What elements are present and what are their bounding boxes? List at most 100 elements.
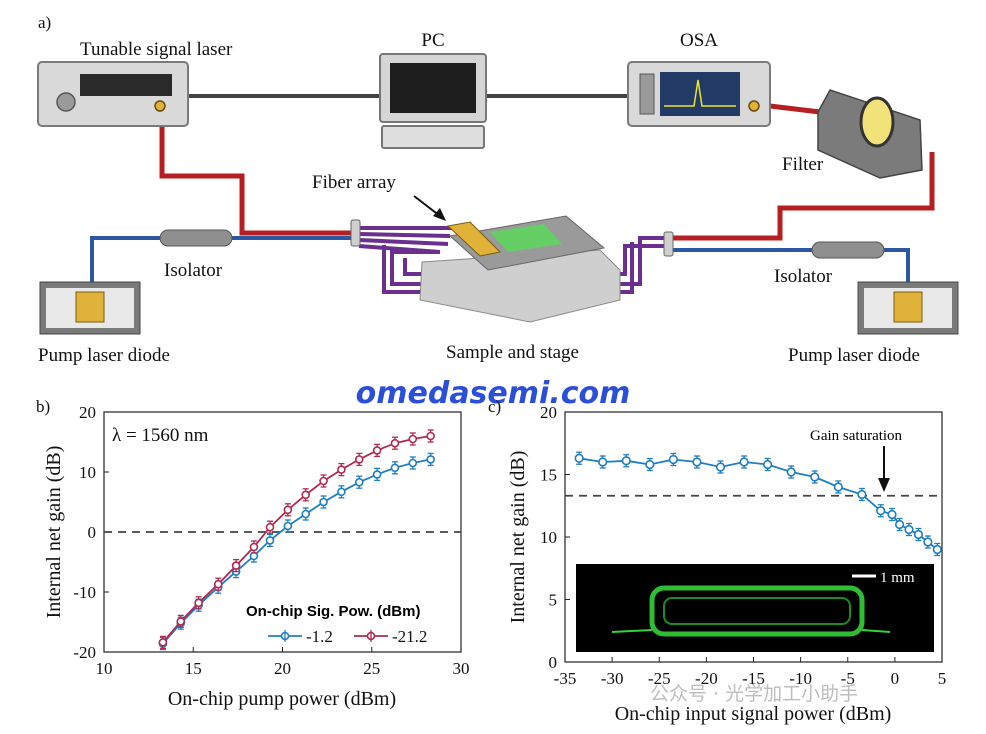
x-tick-label: -30 bbox=[601, 669, 624, 688]
data-point bbox=[354, 477, 364, 487]
arrow-down-icon bbox=[878, 478, 890, 492]
isolator-left-label: Isolator bbox=[164, 260, 223, 281]
legend-entry: -21.2 bbox=[392, 627, 427, 646]
y-tick-label: 20 bbox=[79, 403, 96, 422]
data-point bbox=[283, 505, 293, 515]
pump-fiber-right bbox=[668, 248, 910, 288]
pc: PC bbox=[379, 30, 487, 149]
fiber-array-bundle-2 bbox=[403, 244, 665, 276]
data-point bbox=[739, 457, 749, 467]
data-point bbox=[301, 509, 311, 519]
chart-c-xlabel: On-chip input signal power (dBm) bbox=[615, 703, 892, 725]
data-point bbox=[408, 434, 418, 444]
x-tick-label: 25 bbox=[363, 659, 380, 678]
pump-fiber-left bbox=[90, 236, 355, 288]
chip-waveguide bbox=[490, 224, 562, 252]
x-tick-label: 30 bbox=[453, 659, 470, 678]
data-point bbox=[621, 456, 631, 466]
data-point bbox=[887, 509, 897, 520]
chart-b-annotation: λ = 1560 nm bbox=[112, 425, 209, 446]
data-point bbox=[715, 462, 726, 472]
x-tick-label: 5 bbox=[938, 669, 947, 688]
data-point bbox=[337, 487, 346, 497]
data-point bbox=[810, 472, 820, 482]
data-point bbox=[231, 561, 241, 570]
isolator-right-body bbox=[811, 241, 885, 259]
x-tick-label: 20 bbox=[274, 659, 291, 678]
chart-c-ylabel: Internal net gain (dB) bbox=[507, 451, 529, 624]
fiber-port-icon bbox=[154, 100, 166, 112]
filter-lens bbox=[859, 96, 895, 148]
pump-diode-left: Pump laser diode bbox=[38, 281, 170, 366]
data-point bbox=[426, 431, 435, 441]
inset-scale-label: 1 mm bbox=[880, 570, 915, 586]
data-point bbox=[574, 453, 584, 463]
y-tick-label: 10 bbox=[540, 528, 557, 547]
data-point bbox=[645, 459, 655, 470]
chart-b: b) On-chip pump power (dBm) Internal net… bbox=[36, 397, 470, 710]
data-point bbox=[319, 476, 328, 486]
data-point bbox=[426, 455, 435, 464]
x-tick-label: -25 bbox=[648, 669, 671, 688]
panel-b-label: b) bbox=[36, 397, 50, 416]
chart-c: c) On-chip input signal power (dBm) Inte… bbox=[488, 397, 946, 725]
output-fiber bbox=[668, 152, 935, 241]
signal-fiber bbox=[159, 106, 355, 236]
wechat-watermark: 公众号 · 光学加工小助手 bbox=[650, 683, 858, 705]
data-point bbox=[265, 522, 275, 532]
connector-right bbox=[663, 231, 674, 257]
y-tick-label: 20 bbox=[540, 403, 557, 422]
data-point bbox=[265, 536, 275, 545]
data-point bbox=[372, 470, 382, 479]
chart-b-xlabel: On-chip pump power (dBm) bbox=[168, 688, 396, 710]
y-tick-label: 0 bbox=[549, 653, 558, 672]
spectrum-trace bbox=[664, 79, 736, 107]
data-point bbox=[213, 579, 223, 589]
pump-right-label: Pump laser diode bbox=[788, 345, 920, 366]
series-line-1 bbox=[162, 435, 431, 643]
x-tick-label: -35 bbox=[554, 669, 577, 688]
y-tick-label: 5 bbox=[549, 591, 558, 610]
pump-left-label: Pump laser diode bbox=[38, 345, 170, 366]
fiber-array-label: Fiber array bbox=[312, 172, 396, 193]
y-tick-label: 15 bbox=[540, 466, 557, 485]
data-point bbox=[194, 598, 203, 608]
fiber-port-icon bbox=[748, 100, 760, 112]
isolator-left-body bbox=[159, 229, 233, 247]
data-point bbox=[283, 521, 293, 531]
x-tick-label: 0 bbox=[891, 669, 900, 688]
data-point bbox=[337, 465, 346, 474]
setup-diagram: a) Tunable signal laser PC bbox=[37, 13, 959, 366]
tunable-laser-label: Tunable signal laser bbox=[80, 39, 233, 60]
data-point bbox=[176, 617, 186, 626]
data-point bbox=[319, 497, 328, 507]
sample-stage: Sample and stage bbox=[419, 215, 621, 363]
data-point bbox=[692, 457, 702, 467]
knob-icon bbox=[56, 92, 76, 112]
chart-b-legend-title: On-chip Sig. Pow. (dBm) bbox=[246, 603, 420, 620]
data-point bbox=[763, 459, 773, 470]
osa-label: OSA bbox=[680, 30, 718, 51]
watermark: omedasemi.com bbox=[356, 376, 631, 411]
y-tick-label: 0 bbox=[88, 523, 97, 542]
data-point bbox=[354, 455, 364, 464]
data-point bbox=[904, 524, 914, 535]
arrow-icon bbox=[433, 208, 446, 221]
filter: Filter bbox=[782, 89, 923, 179]
fiber-array-bundle bbox=[358, 226, 665, 286]
data-point bbox=[301, 490, 311, 500]
data-point bbox=[668, 454, 678, 465]
data-point bbox=[408, 458, 418, 468]
data-point bbox=[913, 529, 924, 540]
y-tick-label: -20 bbox=[73, 643, 96, 662]
legend-entry: -1.2 bbox=[306, 627, 333, 646]
data-point bbox=[786, 467, 796, 477]
x-tick-label: 10 bbox=[96, 659, 113, 678]
pump-diode-right: Pump laser diode bbox=[788, 281, 959, 366]
data-point bbox=[923, 537, 933, 547]
x-tick-label: -15 bbox=[742, 669, 765, 688]
data-point bbox=[894, 519, 905, 530]
chart-b-ylabel: Internal net gain (dB) bbox=[43, 446, 65, 619]
chart-c-annotation: Gain saturation bbox=[810, 428, 903, 444]
